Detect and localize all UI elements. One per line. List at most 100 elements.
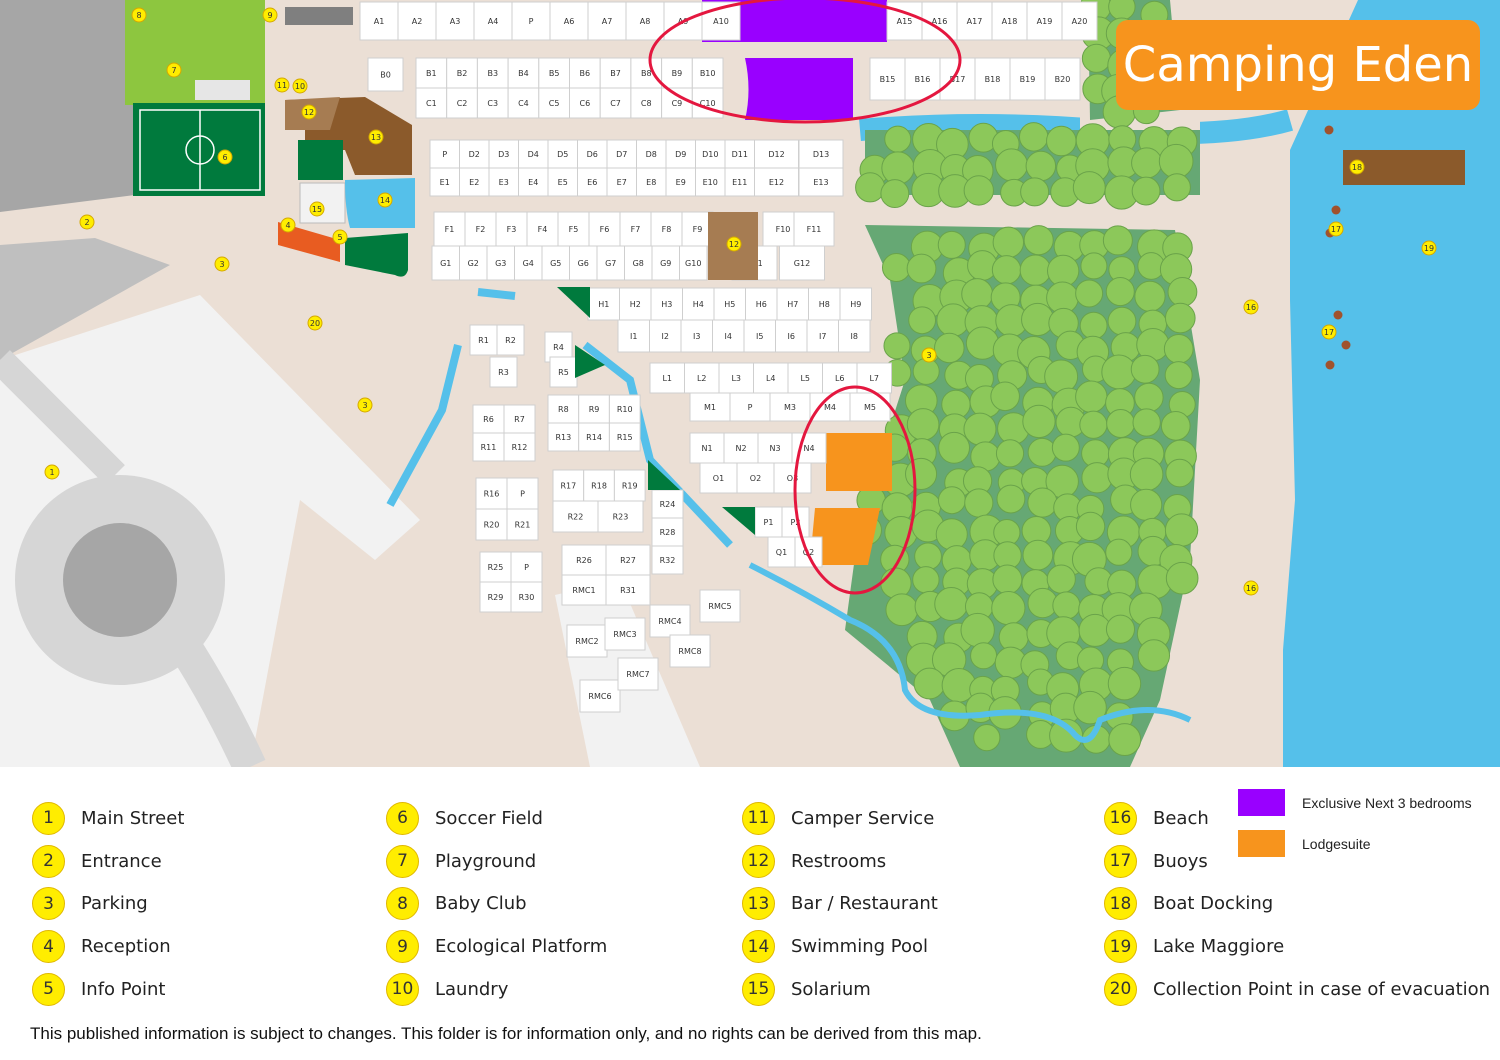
pitch-plot[interactable]: [599, 87, 632, 119]
pitch[interactable]: D6: [577, 139, 608, 169]
pitch[interactable]: RMC3: [604, 617, 646, 651]
pitch[interactable]: RMC2: [566, 624, 608, 658]
pitch[interactable]: D4: [518, 139, 549, 169]
pitch-plot[interactable]: [743, 319, 776, 353]
pitch[interactable]: F11: [793, 211, 835, 247]
pitch[interactable]: B10: [691, 57, 724, 89]
map-marker[interactable]: 5: [332, 229, 348, 245]
map-marker[interactable]: 18: [1349, 159, 1365, 175]
pitch[interactable]: D9: [665, 139, 696, 169]
pitch-plot[interactable]: [415, 87, 448, 119]
pitch[interactable]: R7: [503, 404, 536, 434]
pitch-plot[interactable]: [869, 57, 906, 101]
pitch[interactable]: RMC7: [617, 657, 659, 691]
pitch[interactable]: B7: [599, 57, 632, 89]
pitch[interactable]: Q1: [767, 536, 796, 568]
pitch-plot[interactable]: [680, 319, 713, 353]
map-marker[interactable]: 6: [217, 149, 233, 165]
map-marker[interactable]: 15: [309, 201, 325, 217]
pitch[interactable]: I8: [838, 319, 871, 353]
pitch[interactable]: M1: [689, 392, 731, 422]
pitch[interactable]: H9: [839, 287, 872, 321]
pitch[interactable]: D10: [695, 139, 726, 169]
pitch-plot[interactable]: [435, 1, 475, 41]
pitch[interactable]: R5: [549, 356, 578, 388]
map-marker[interactable]: 3: [214, 256, 230, 272]
pitch[interactable]: L3: [718, 362, 754, 394]
pitch[interactable]: G9: [651, 245, 680, 281]
pitch[interactable]: G3: [486, 245, 515, 281]
pitch[interactable]: E5: [547, 167, 578, 197]
pitch[interactable]: O3: [773, 462, 812, 494]
pitch-plot[interactable]: [459, 139, 490, 169]
pitch-plot[interactable]: [526, 211, 559, 247]
pitch-plot[interactable]: [779, 245, 825, 281]
pitch[interactable]: E2: [459, 167, 490, 197]
pitch[interactable]: C9: [661, 87, 693, 119]
pitch-plot[interactable]: [507, 87, 540, 119]
pitch-plot[interactable]: [956, 1, 993, 41]
marker-dot[interactable]: [292, 78, 308, 94]
marker-dot[interactable]: [332, 229, 348, 245]
pitch-plot[interactable]: [729, 392, 771, 422]
pitch-plot[interactable]: [736, 462, 775, 494]
pitch-plot[interactable]: [503, 404, 536, 434]
pitch[interactable]: H1: [587, 287, 620, 321]
pitch[interactable]: B5: [538, 57, 570, 89]
pitch-plot[interactable]: [798, 139, 844, 169]
pitch[interactable]: A1: [359, 1, 399, 41]
marker-dot[interactable]: [1243, 580, 1259, 596]
marker-dot[interactable]: [44, 464, 60, 480]
pitch[interactable]: E6: [577, 167, 608, 197]
pitch-plot[interactable]: [579, 679, 621, 713]
pitch[interactable]: E3: [488, 167, 519, 197]
pitch[interactable]: F4: [526, 211, 559, 247]
pitch[interactable]: N2: [723, 432, 759, 464]
pitch[interactable]: R31: [605, 574, 651, 606]
pitch-plot[interactable]: [486, 245, 515, 281]
pitch-plot[interactable]: [939, 57, 976, 101]
map-marker[interactable]: 12: [301, 104, 317, 120]
marker-dot[interactable]: [1321, 324, 1337, 340]
pitch[interactable]: RMC4: [649, 604, 691, 638]
pitch-plot[interactable]: [691, 87, 724, 119]
pitch[interactable]: E13: [798, 167, 844, 197]
pitch[interactable]: R17: [552, 469, 585, 502]
pitch[interactable]: R27: [605, 544, 651, 576]
pitch[interactable]: C7: [599, 87, 632, 119]
marker-dot[interactable]: [166, 62, 182, 78]
pitch-plot[interactable]: [713, 287, 746, 321]
pitch-plot[interactable]: [617, 319, 650, 353]
pitch-plot[interactable]: [695, 167, 726, 197]
pitch[interactable]: B0: [367, 57, 404, 92]
map-marker[interactable]: 2: [79, 214, 95, 230]
pitch-plot[interactable]: [475, 477, 508, 510]
pitch-plot[interactable]: [549, 1, 589, 41]
pitch-plot[interactable]: [650, 211, 683, 247]
marker-dot[interactable]: [1349, 159, 1365, 175]
pitch-plot[interactable]: [577, 139, 608, 169]
pitch-plot[interactable]: [649, 604, 691, 638]
pitch-plot[interactable]: [473, 1, 513, 41]
pitch[interactable]: O1: [699, 462, 738, 494]
marker-dot[interactable]: [262, 7, 278, 23]
pitch-plot[interactable]: [624, 245, 653, 281]
pitch-plot[interactable]: [754, 167, 799, 197]
marker-dot[interactable]: [280, 217, 296, 233]
pitch-plot[interactable]: [753, 362, 789, 394]
pitch-plot[interactable]: [475, 508, 508, 541]
pitch[interactable]: C6: [569, 87, 601, 119]
pitch[interactable]: F6: [588, 211, 621, 247]
pitch[interactable]: P: [729, 392, 771, 422]
pitch[interactable]: R15: [608, 422, 641, 452]
pitch-plot[interactable]: [547, 139, 578, 169]
map-marker[interactable]: 4: [280, 217, 296, 233]
pitch[interactable]: D8: [636, 139, 667, 169]
pitch[interactable]: RMC8: [669, 634, 711, 668]
pitch-plot[interactable]: [723, 432, 759, 464]
pitch[interactable]: H3: [650, 287, 683, 321]
pitch-plot[interactable]: [787, 362, 823, 394]
pitch-plot[interactable]: [397, 1, 437, 41]
pitch[interactable]: F5: [557, 211, 590, 247]
pitch[interactable]: I6: [775, 319, 808, 353]
